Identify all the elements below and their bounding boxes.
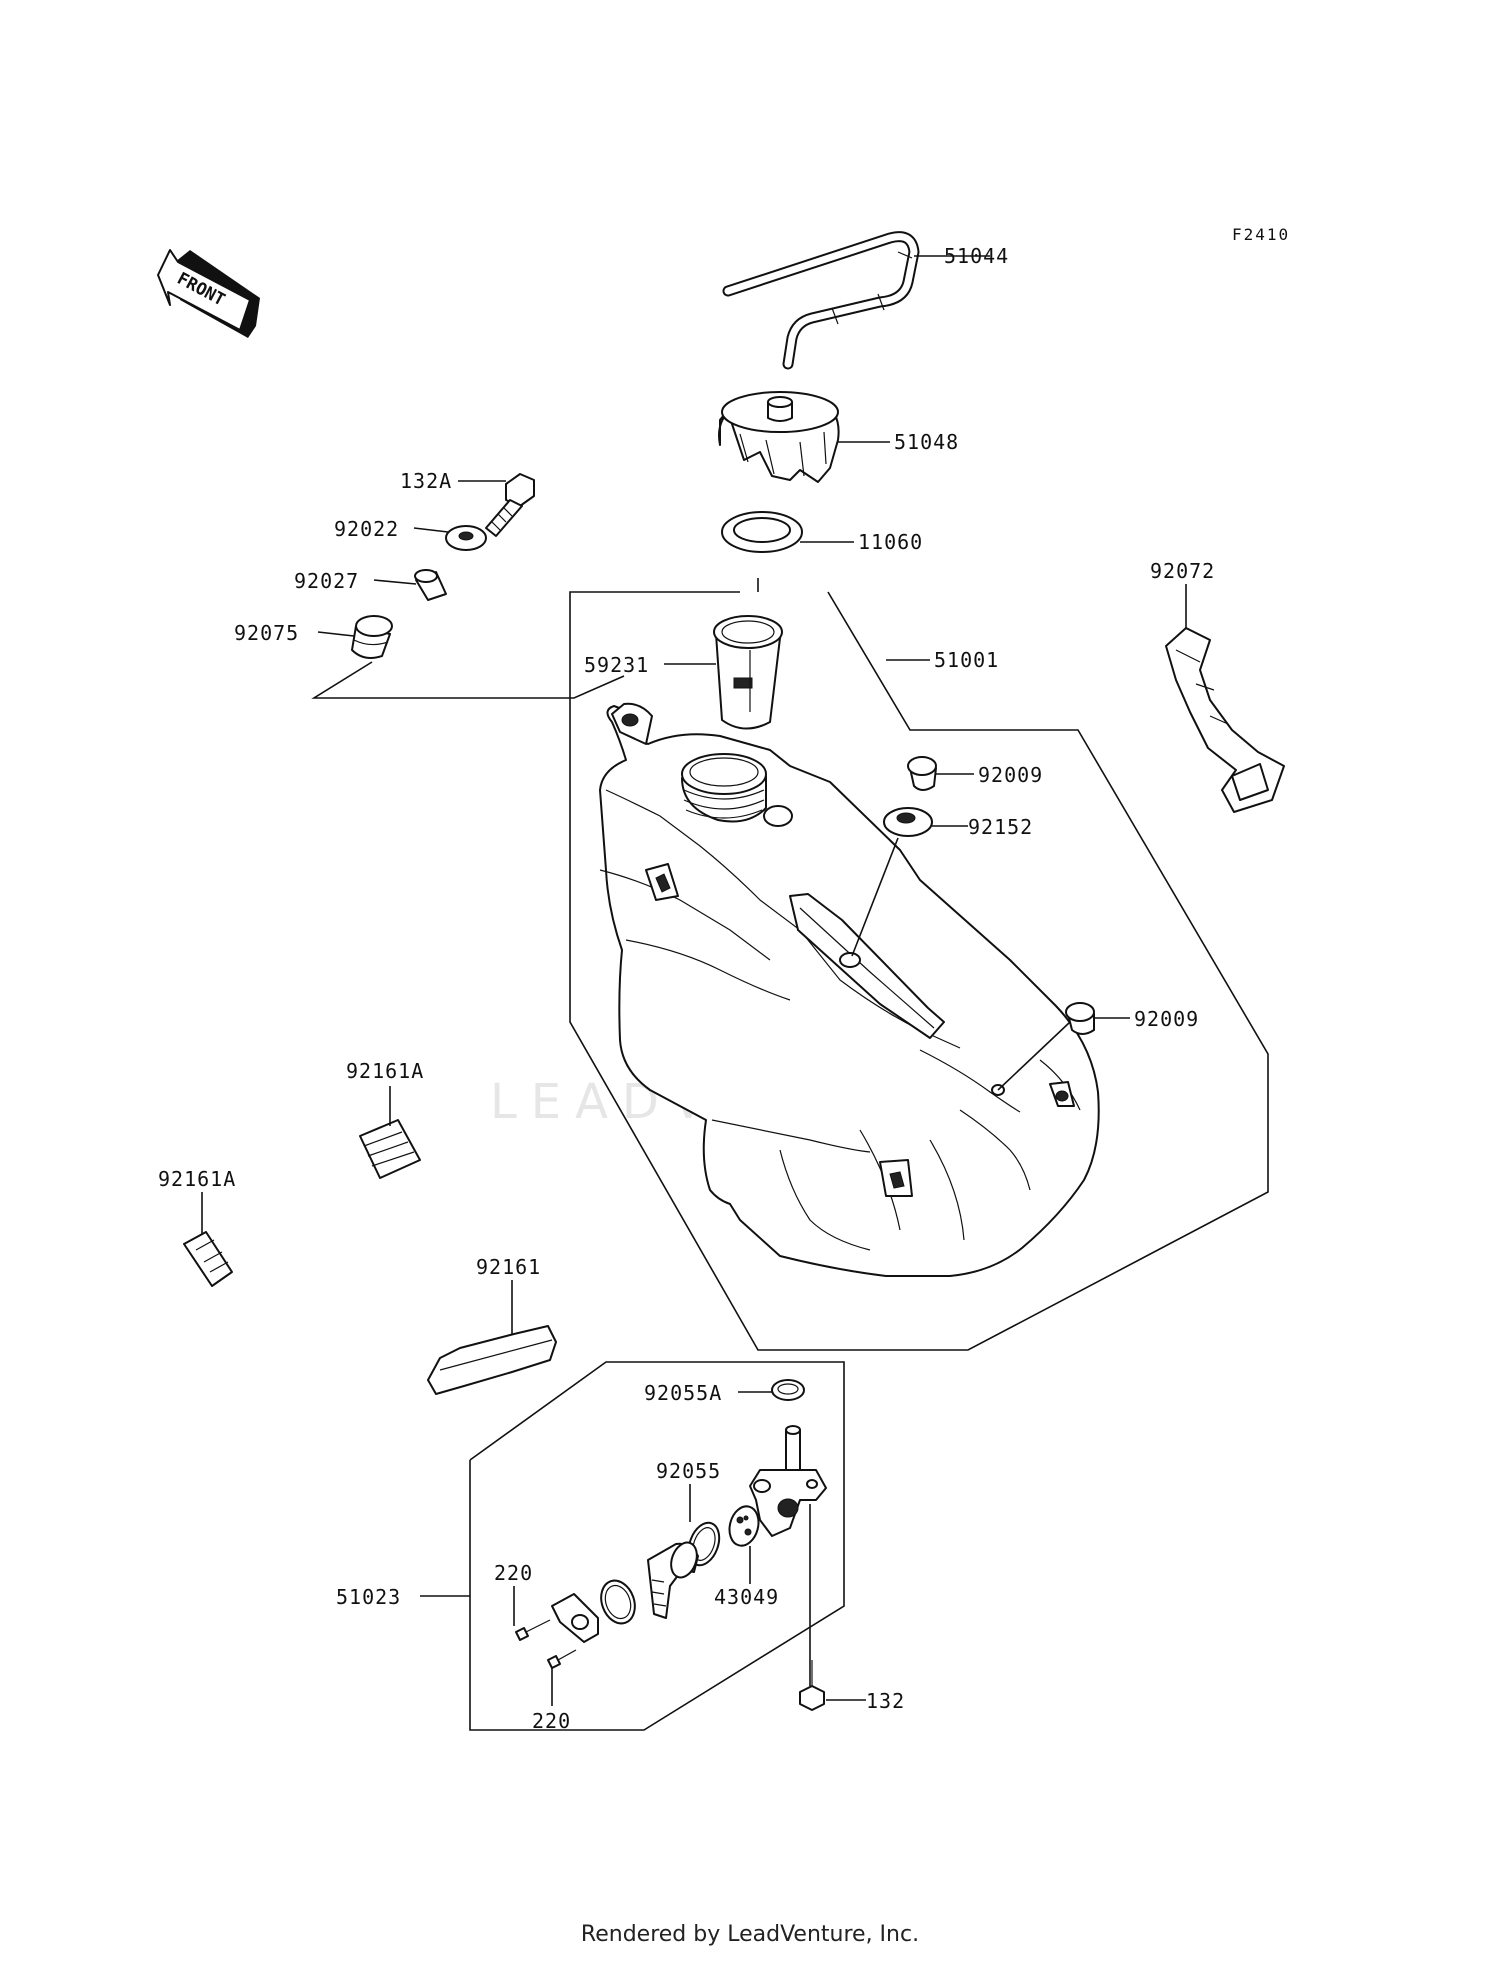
callout-92072: 92072	[1150, 559, 1215, 583]
part-92161-pad	[427, 1325, 557, 1395]
part-51044-fuel-hose	[722, 231, 920, 370]
callout-92027: 92027	[294, 569, 359, 593]
callout-92022: 92022	[334, 517, 399, 541]
callout-220-lower: 220	[532, 1709, 571, 1733]
part-92027-collar	[414, 569, 447, 601]
diagram-code: F2410	[1232, 225, 1290, 244]
callout-132A: 132A	[400, 469, 452, 493]
part-92072-tank-band	[1165, 627, 1285, 813]
part-59231-filler-neck	[713, 615, 783, 730]
part-132A-bolt	[485, 473, 535, 537]
part-220-screw-upper	[515, 1619, 551, 1641]
callout-51001: 51001	[934, 648, 999, 672]
callout-92161A-lower: 92161A	[158, 1167, 236, 1191]
part-92152-damper	[883, 807, 933, 837]
part-92009-grommet-upper	[907, 756, 937, 791]
part-51048-fuel-cap	[718, 391, 840, 483]
part-92161A-pad-lower	[183, 1231, 233, 1287]
callout-92152: 92152	[968, 815, 1033, 839]
part-92022-washer	[445, 525, 487, 551]
part-fuel-strainer	[647, 1541, 699, 1619]
callout-92009-upper: 92009	[978, 763, 1043, 787]
callout-92161: 92161	[476, 1255, 541, 1279]
part-92055A-o-ring	[771, 1379, 805, 1401]
callout-220-upper: 220	[494, 1561, 533, 1585]
callout-51044: 51044	[944, 244, 1009, 268]
callout-59231: 59231	[584, 653, 649, 677]
callout-132: 132	[866, 1689, 905, 1713]
part-mounting-plate	[551, 1593, 599, 1643]
fuel-tank	[599, 702, 1100, 1277]
part-fuel-cock-body	[749, 1425, 827, 1537]
front-arrow-icon: FRONT	[157, 249, 260, 338]
callout-11060: 11060	[858, 530, 923, 554]
part-220-screw-lower	[547, 1649, 577, 1669]
callout-92055: 92055	[656, 1459, 721, 1483]
part-132-bolt	[799, 1660, 825, 1711]
callout-92055A: 92055A	[644, 1381, 722, 1405]
part-43049-lever-plate	[728, 1505, 760, 1547]
callout-51023: 51023	[336, 1585, 401, 1609]
callout-92075: 92075	[234, 621, 299, 645]
part-92009-grommet-lower	[1065, 1002, 1095, 1035]
callout-92161A-upper: 92161A	[346, 1059, 424, 1083]
callout-92009-lower: 92009	[1134, 1007, 1199, 1031]
callout-43049: 43049	[714, 1585, 779, 1609]
part-strainer-o-ring	[600, 1579, 636, 1625]
part-92075-damper	[351, 615, 393, 659]
callout-51048: 51048	[894, 430, 959, 454]
part-92161A-pad-upper	[359, 1119, 421, 1179]
part-11060-gasket	[721, 511, 803, 553]
footer-credit: Rendered by LeadVenture, Inc.	[580, 1922, 920, 1947]
